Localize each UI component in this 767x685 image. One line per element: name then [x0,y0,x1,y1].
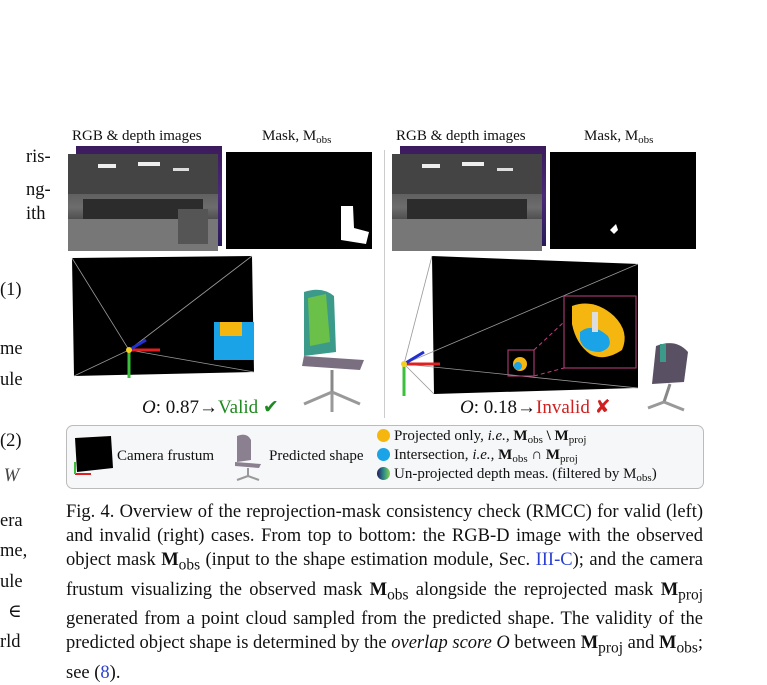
legend-predicted-shape: Predicted shape [269,448,364,464]
fragment: me, [0,541,28,561]
rgb-image-right [392,154,542,251]
fragment: ∈ [8,602,22,622]
intersection-dot-icon [377,448,390,461]
frustum-view-right [401,255,688,412]
fragment: ng- [26,180,51,200]
chair-mask-illustration [341,206,369,244]
mask-image-left [226,152,372,249]
office-scene-illustration [68,154,218,251]
gradient-dot-icon [377,467,390,480]
mask-header-left: Mask, Mobs [262,128,332,146]
figure-legend: Camera frustum Predicted shape Projected… [66,425,704,489]
equation-number: (2) [0,431,22,451]
equation-number: (1) [0,280,22,300]
valid-status: Valid [218,397,259,418]
equation-link[interactable]: 8 [100,663,110,684]
mask-image-right [550,152,696,249]
rgb-image-left [68,154,218,251]
projected-dot-icon [377,429,390,442]
small-mask-illustration [610,224,618,234]
fragment: me [0,339,23,359]
predicted-shape-icon [235,434,261,481]
invalid-status: Invalid [536,397,590,418]
legend-projected-only: Projected only, i.e., Mobs \ Mproj [377,428,586,446]
fragment: rld [0,632,21,652]
overlap-score-right: O: 0.18→Invalid ✘ [460,397,611,418]
fragment: era [0,511,23,531]
frustum-view-left [71,255,364,412]
fragment: W [0,466,20,486]
legend-unprojected: Un-projected depth meas. (filtered by Mo… [377,466,657,484]
legend-intersection: Intersection, i.e., Mobs ∩ Mproj [377,447,578,465]
panel-divider [384,150,385,418]
fragment: ule [0,370,23,390]
legend-camera-frustum: Camera frustum [117,448,215,464]
figure-caption: Fig. 4. Overview of the reprojection-mas… [66,502,703,684]
camera-frustum-icon [74,436,113,475]
section-link[interactable]: III-C [535,550,573,570]
fragment: ris- [26,147,51,167]
fragment: ule [0,572,23,592]
overlap-score-left: O: 0.87→Valid ✔ [142,397,279,418]
rgb-depth-header-left: RGB & depth images [72,128,202,144]
mask-header-right: Mask, Mobs [584,128,654,146]
rgb-depth-header-right: RGB & depth images [396,128,526,144]
check-icon: ✔ [262,397,279,418]
office-scene-illustration [392,154,542,251]
cross-icon: ✘ [594,397,611,418]
fragment: ith [26,204,46,224]
